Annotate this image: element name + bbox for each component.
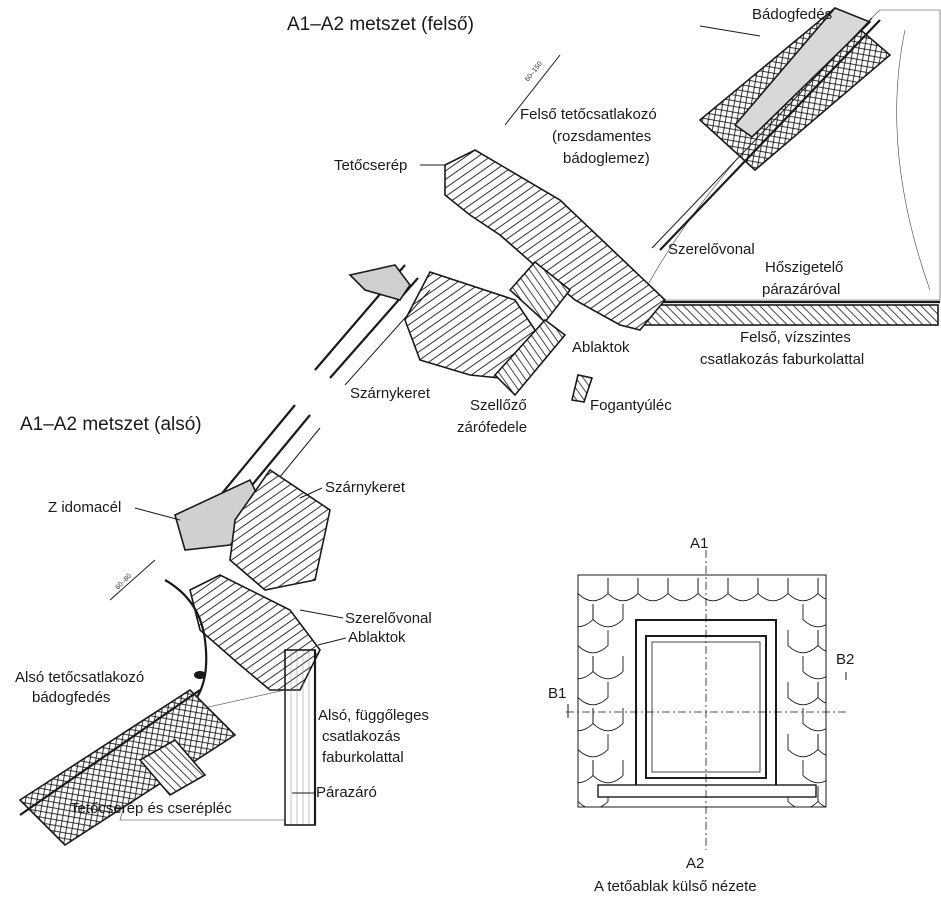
- label-szerelovonal-lower: Szerelővonal: [345, 610, 432, 627]
- exterior-bottom-flashing: [597, 784, 817, 798]
- lower-sash-frame: [229, 468, 331, 591]
- label-ablaktok-upper: Ablaktok: [572, 339, 630, 356]
- label-tetocserep-es-cserepl: Tetőcserép és cserépléc: [70, 800, 232, 817]
- roof-tile: [578, 682, 609, 706]
- svg-text:zárófedele: zárófedele: [457, 419, 527, 436]
- roof-tile: [817, 578, 826, 600]
- upper-window-frame: [444, 149, 667, 331]
- label-szarnykeret-upper: Szárnykeret: [350, 385, 431, 402]
- roof-tile: [817, 734, 826, 756]
- roof-tile: [817, 786, 826, 807]
- lower-section: A1–A2 metszet (alsó) 60–80 Z idomacél Sz…: [15, 404, 432, 847]
- roof-tile: [592, 708, 624, 732]
- upper-glass-profile: [348, 264, 411, 301]
- label-parazaro: Párazáró: [316, 784, 377, 801]
- svg-text:bádoglemez): bádoglemez): [563, 150, 650, 167]
- roof-tile: [817, 682, 826, 704]
- lower-tile-batten: [18, 688, 237, 847]
- upper-vent-block: [508, 260, 572, 324]
- svg-text:csatlakozás: csatlakozás: [322, 728, 400, 745]
- label-also-tetocsatlakozo: Alsó tetőcsatlakozó: [15, 669, 144, 686]
- upper-section: A1–A2 metszet (felső) 60–150 Bádogfed: [287, 6, 941, 436]
- marker-b2: B2: [836, 651, 854, 668]
- label-szellozo: Szellőző: [470, 397, 527, 414]
- roof-tile: [578, 734, 579, 751]
- svg-text:párazáróval: párazáróval: [762, 281, 840, 298]
- lower-vertical-board: [284, 649, 316, 826]
- marker-a2: A2: [686, 855, 704, 872]
- roof-tile: [578, 786, 609, 807]
- roof-tile: [802, 760, 826, 784]
- label-hoszigetelo: Hőszigetelő: [765, 259, 843, 276]
- roof-tile: [578, 630, 579, 647]
- marker-b1: B1: [548, 685, 566, 702]
- label-szerelovonal: Szerelővonal: [668, 241, 755, 258]
- svg-text:bádogfedés: bádogfedés: [32, 689, 110, 706]
- roof-tile: [592, 760, 624, 784]
- upper-vent-cover: [493, 318, 567, 397]
- svg-text:csatlakozás faburkolattal: csatlakozás faburkolattal: [700, 351, 864, 368]
- svg-text:faburkolattal: faburkolattal: [322, 749, 404, 766]
- exterior-view: A1 A2 B1 B2 A tetőablak külső nézete: [548, 535, 854, 895]
- label-szarnykeret-lower: Szárnykeret: [325, 479, 406, 496]
- lower-flashing: [164, 579, 208, 701]
- marker-a1: A1: [690, 535, 708, 552]
- label-felso-vizszintes: Felső, vízszintes: [740, 329, 851, 346]
- roof-tile: [802, 656, 826, 680]
- label-z-idomacel: Z idomacél: [48, 499, 121, 516]
- upper-wood-edge: [896, 29, 931, 291]
- roof-tiles: [578, 578, 826, 807]
- roof-tile: [592, 656, 624, 680]
- roof-tile: [802, 604, 826, 628]
- label-felso-tetocsatlakozo: Felső tetőcsatlakozó: [520, 106, 657, 123]
- label-fogantyulec: Fogantyúléc: [590, 397, 672, 414]
- upper-roof-slope: [659, 19, 881, 251]
- upper-horizontal-batten: [639, 304, 939, 326]
- label-ablaktok-lower: Ablaktok: [348, 629, 406, 646]
- roof-tile: [578, 786, 579, 803]
- roof-tile: [578, 734, 609, 758]
- label-tetocserep: Tetőcserép: [334, 157, 407, 174]
- roof-tile: [578, 578, 579, 595]
- upper-section-title: A1–A2 metszet (felső): [287, 14, 474, 35]
- upper-handle-strip: [571, 374, 594, 403]
- lower-section-title: A1–A2 metszet (alsó): [20, 414, 202, 435]
- label-also-fuggoleges: Alsó, függőleges: [318, 707, 429, 724]
- roof-tile: [578, 630, 609, 654]
- roof-tile: [592, 604, 624, 628]
- svg-text:(rozsdamentes: (rozsdamentes: [552, 128, 651, 145]
- exterior-caption: A tetőablak külső nézete: [594, 878, 757, 895]
- upper-flashing-strip: [733, 7, 872, 139]
- roof-tile: [802, 708, 826, 732]
- roof-tile: [817, 630, 826, 652]
- label-badogfedes: Bádogfedés: [752, 6, 832, 23]
